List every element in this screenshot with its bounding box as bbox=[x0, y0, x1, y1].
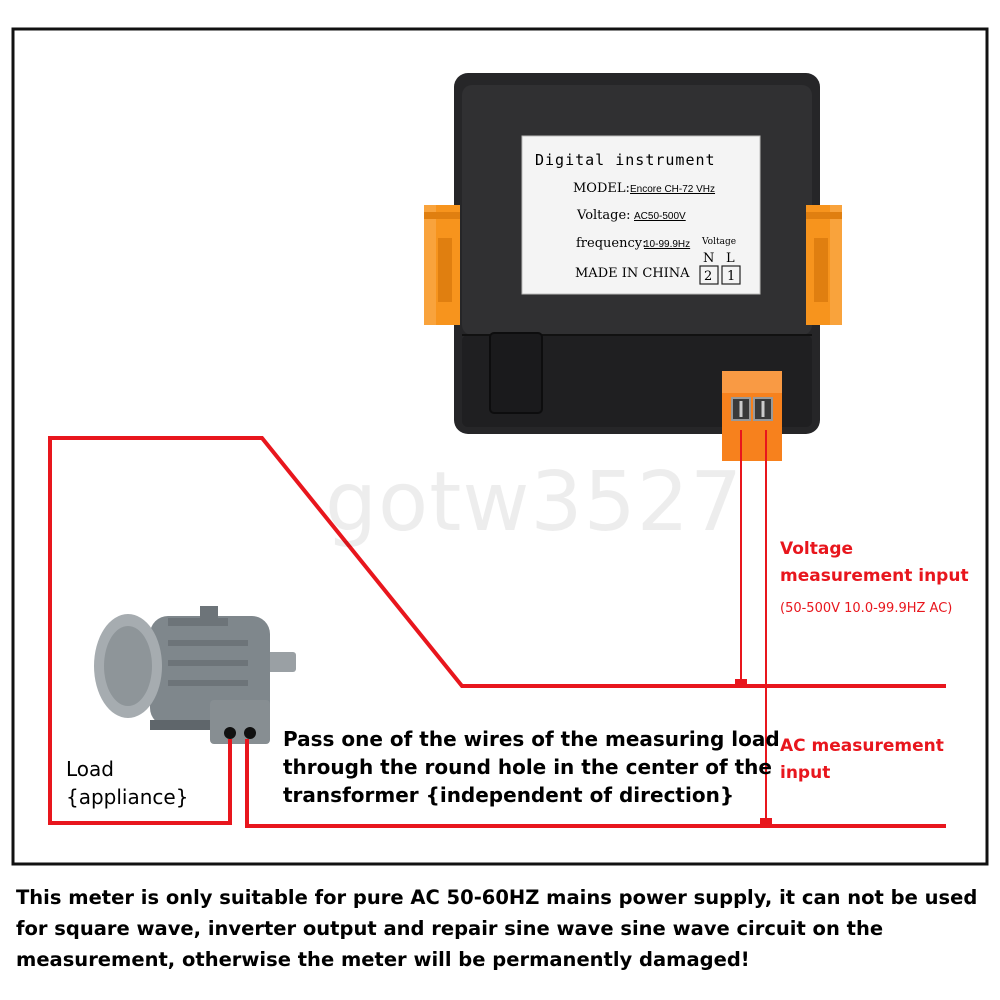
terminal-box-2 bbox=[699, 265, 719, 285]
right-mounting-clip bbox=[806, 205, 842, 325]
watermark: gotw3527 bbox=[325, 455, 744, 550]
electric-motor bbox=[94, 606, 296, 744]
voltage-input-line1: Voltage bbox=[780, 539, 854, 559]
terminal-box-1 bbox=[721, 265, 741, 285]
load-label: Load {appliance} bbox=[66, 755, 188, 811]
label-model-value: Encore CH-72 VHz bbox=[630, 184, 715, 195]
voltage-taps bbox=[740, 430, 767, 824]
label-frequency-value: 10-99.9Hz bbox=[644, 239, 690, 250]
junction-node bbox=[760, 818, 772, 827]
ac-input-line2: input bbox=[780, 763, 831, 783]
pass-wire-line2: through the round hole in the center of … bbox=[283, 755, 772, 779]
junction-node bbox=[735, 679, 747, 688]
warning-note: This meter is only suitable for pure AC … bbox=[16, 886, 978, 971]
label-model: MODEL: bbox=[573, 181, 630, 196]
ac-input-line1: AC measurement bbox=[780, 736, 944, 756]
label-frequency: frequency: bbox=[576, 236, 646, 251]
label-voltage-value: AC50-500V bbox=[634, 211, 686, 222]
label-terminal-header: Voltage bbox=[701, 237, 736, 247]
wire-group bbox=[48, 436, 946, 828]
pass-wire-line3: transformer {independent of direction} bbox=[283, 783, 735, 807]
meter-slot bbox=[489, 332, 543, 414]
terminal-block bbox=[722, 371, 782, 461]
label-terminal-l: L bbox=[726, 251, 735, 266]
instrument-label-plate bbox=[521, 135, 761, 295]
voltage-input-spec: (50-500V 10.0-99.9HZ AC) bbox=[780, 601, 953, 616]
label-terminal-n: N bbox=[703, 251, 714, 266]
voltage-input-line2: measurement input bbox=[780, 566, 969, 586]
label-terminal-2: 2 bbox=[704, 269, 712, 284]
label-terminal-1: 1 bbox=[727, 269, 735, 284]
wire-live bbox=[48, 436, 946, 825]
left-mounting-clip bbox=[424, 205, 460, 325]
label-origin: MADE IN CHINA bbox=[575, 266, 690, 281]
load-line2: {appliance} bbox=[66, 785, 189, 809]
label-voltage: Voltage: bbox=[576, 208, 631, 223]
load-line1: Load bbox=[66, 757, 114, 781]
pass-wire-instruction: Pass one of the wires of the measuring l… bbox=[283, 725, 780, 809]
label-title: Digital instrument bbox=[535, 151, 716, 169]
voltage-input-label: Voltage measurement input bbox=[780, 536, 969, 590]
wire-neutral bbox=[245, 739, 946, 828]
ac-input-label: AC measurement input bbox=[780, 733, 944, 787]
pass-wire-line1: Pass one of the wires of the measuring l… bbox=[283, 727, 780, 751]
